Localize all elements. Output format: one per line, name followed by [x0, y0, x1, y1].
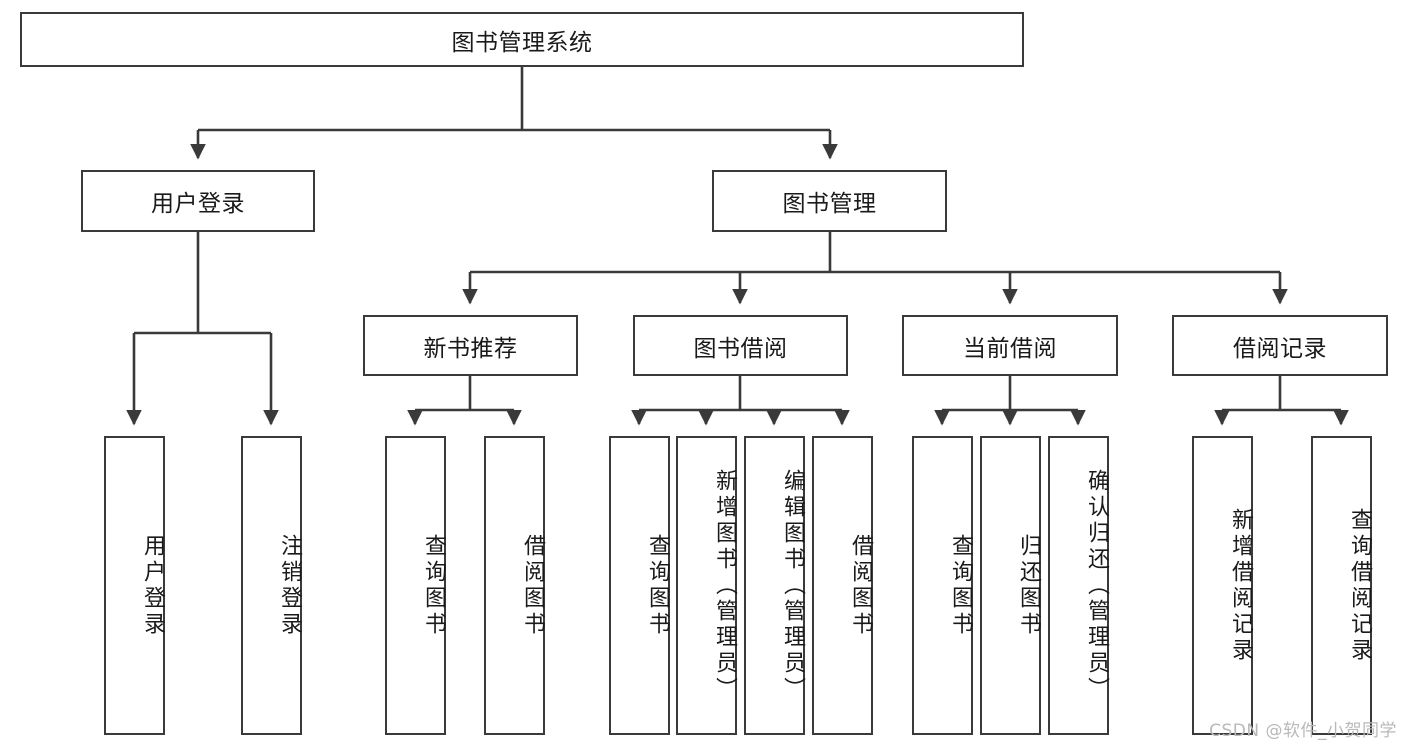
- node-current-borrowing[interactable]: 当前借阅: [902, 315, 1118, 376]
- leaf-user-login-label: 用户登录: [140, 533, 165, 638]
- leaf-borrow-book-2[interactable]: 借阅图书: [812, 436, 873, 735]
- leaf-query-book-1-label: 查询图书: [421, 533, 446, 638]
- leaf-confirm-return[interactable]: 确认归还（管理员）: [1048, 436, 1109, 735]
- node-new-book-recommendation[interactable]: 新书推荐: [363, 315, 578, 376]
- leaf-query-book-3[interactable]: 查询图书: [912, 436, 973, 735]
- leaf-query-book-2[interactable]: 查询图书: [609, 436, 670, 735]
- leaf-user-login[interactable]: 用户登录: [104, 436, 165, 735]
- leaf-edit-book[interactable]: 编辑图书（管理员）: [744, 436, 805, 735]
- node-root-system[interactable]: 图书管理系统: [20, 12, 1024, 67]
- node-book-management-label: 图书管理: [782, 191, 877, 217]
- node-current-borrowing-label: 当前借阅: [963, 335, 1057, 362]
- leaf-query-book-2-label: 查询图书: [645, 533, 670, 638]
- leaf-logout[interactable]: 注销登录: [241, 436, 302, 735]
- leaf-logout-label: 注销登录: [277, 533, 302, 638]
- node-borrowing-record[interactable]: 借阅记录: [1172, 315, 1388, 376]
- leaf-query-book-1[interactable]: 查询图书: [385, 436, 446, 735]
- leaf-borrow-book-2-label: 借阅图书: [848, 533, 873, 638]
- node-new-book-recommendation-label: 新书推荐: [423, 335, 518, 362]
- node-book-borrowing[interactable]: 图书借阅: [633, 315, 848, 376]
- node-root-system-label: 图书管理系统: [451, 29, 593, 56]
- leaf-borrow-book-1-label: 借阅图书: [520, 533, 545, 638]
- leaf-add-book-label: 新增图书（管理员）: [712, 468, 737, 703]
- csdn-watermark: CSDN @软件_小贺同学: [1209, 721, 1397, 741]
- node-book-management[interactable]: 图书管理: [712, 170, 947, 232]
- leaf-add-borrow-record-label: 新增借阅记录: [1228, 507, 1253, 664]
- leaf-return-book[interactable]: 归还图书: [980, 436, 1041, 735]
- leaf-query-book-3-label: 查询图书: [948, 533, 973, 638]
- leaf-query-borrow-record-label: 查询借阅记录: [1347, 507, 1372, 664]
- leaf-return-book-label: 归还图书: [1016, 533, 1041, 638]
- node-borrowing-record-label: 借阅记录: [1233, 335, 1327, 362]
- leaf-confirm-return-label: 确认归还（管理员）: [1084, 468, 1109, 703]
- node-book-borrowing-label: 图书借阅: [693, 335, 788, 362]
- leaf-add-book[interactable]: 新增图书（管理员）: [676, 436, 737, 735]
- leaf-edit-book-label: 编辑图书（管理员）: [780, 468, 805, 703]
- leaf-query-borrow-record[interactable]: 查询借阅记录: [1311, 436, 1372, 735]
- leaf-borrow-book-1[interactable]: 借阅图书: [484, 436, 545, 735]
- leaf-add-borrow-record[interactable]: 新增借阅记录: [1192, 436, 1253, 735]
- node-user-login[interactable]: 用户登录: [81, 170, 315, 232]
- node-user-login-label: 用户登录: [151, 191, 245, 217]
